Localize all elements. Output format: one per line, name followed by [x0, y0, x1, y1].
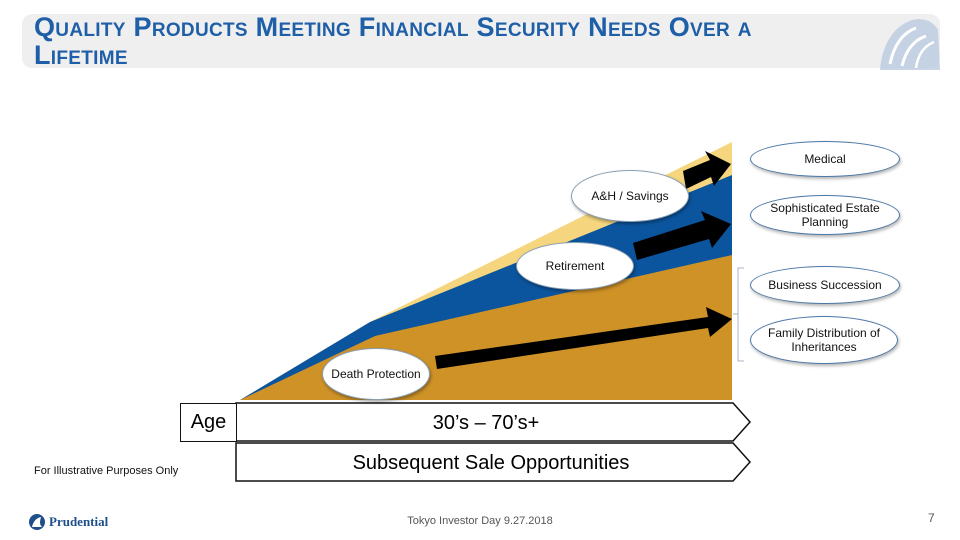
page-number: 7: [928, 511, 935, 525]
illustrative-note: For Illustrative Purposes Only: [34, 465, 179, 477]
oval-ah-savings: A&H / Savings: [571, 170, 689, 222]
oval-family-distribution: Family Distribution of Inheritances: [750, 316, 898, 364]
arrow-estate-planning: [633, 211, 731, 260]
oval-estate-planning: Sophisticated Estate Planning: [750, 195, 900, 235]
page-title: Quality Products Meeting Financial Secur…: [34, 12, 752, 70]
arrow-medical: [683, 151, 731, 189]
sale-opportunities-arrow: [235, 442, 752, 482]
prudential-brand: Prudential: [28, 513, 108, 531]
oval-medical: Medical: [750, 141, 900, 177]
oval-death-protection: Death Protection: [322, 348, 430, 400]
age-label: Age: [180, 403, 237, 442]
oval-business-succession: Business Succession: [750, 266, 900, 304]
arrow-business-succession: [435, 307, 732, 369]
oval-retirement: Retirement: [516, 242, 634, 290]
prudential-logo-icon: [29, 514, 45, 530]
footer-event: Tokyo Investor Day 9.27.2018: [407, 515, 553, 527]
opportunity-bracket: [733, 267, 744, 362]
title-bar: [22, 14, 940, 68]
sale-opportunities-label: Subsequent Sale Opportunities: [352, 451, 630, 474]
brand-name: Prudential: [49, 514, 109, 529]
rock-logo-icon: [880, 19, 940, 70]
age-range-label: 30’s – 70’s+: [432, 411, 540, 434]
